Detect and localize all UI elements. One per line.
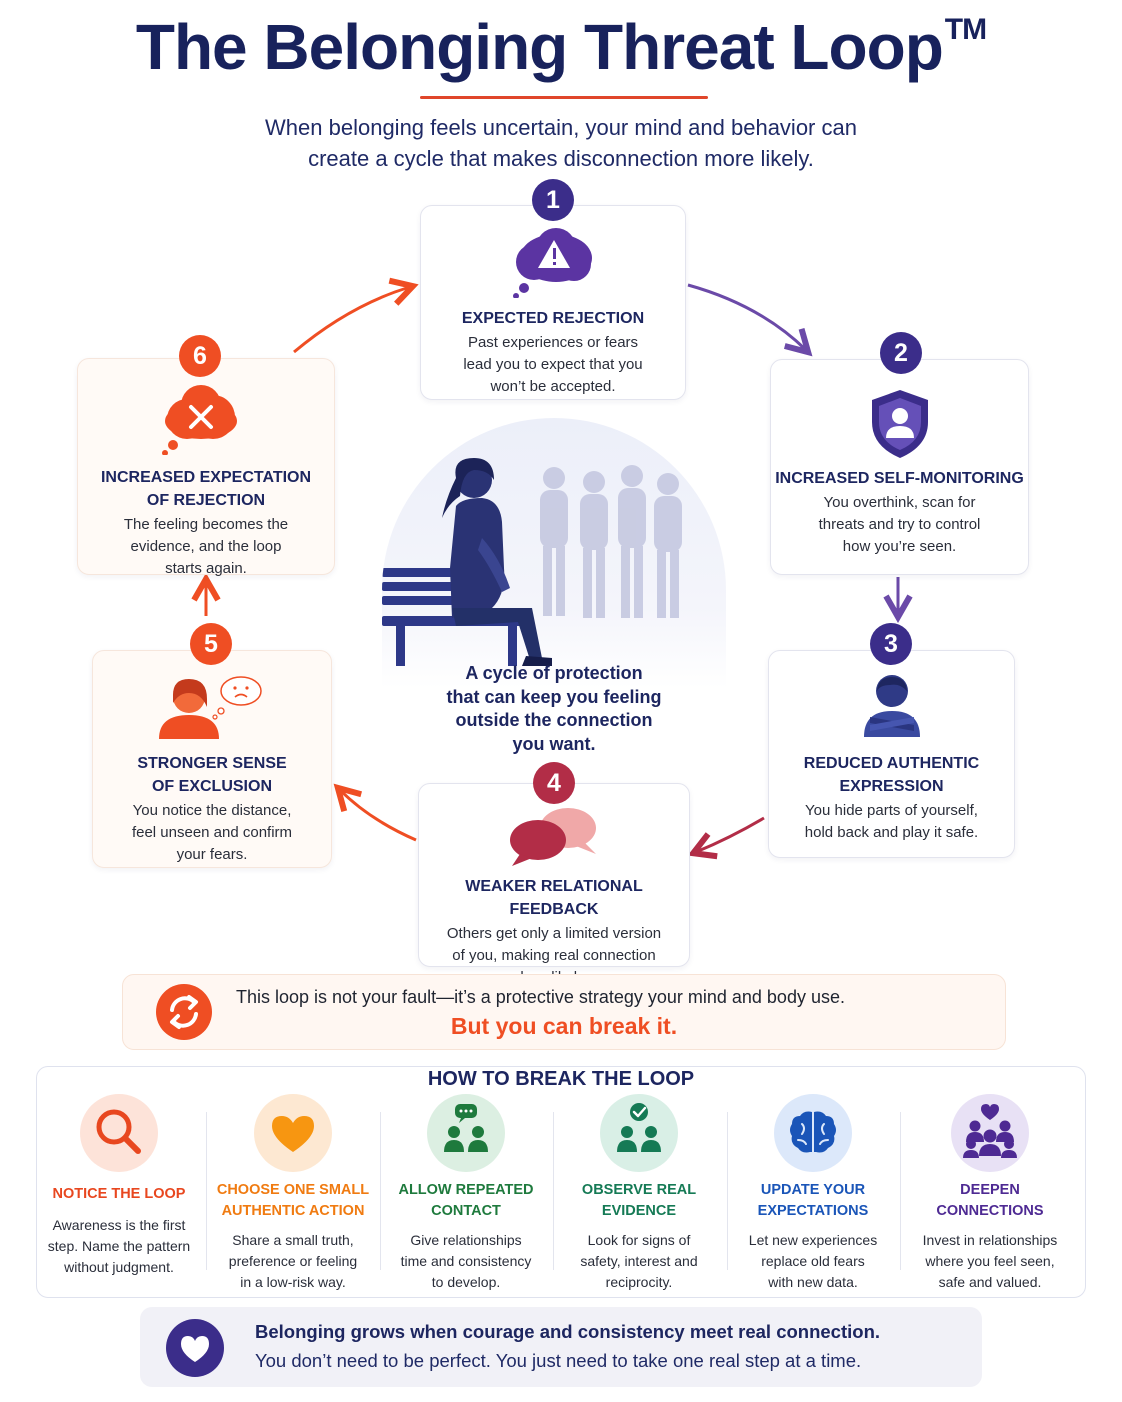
tip-divider bbox=[727, 1112, 728, 1270]
tip-4-title: Observe RealEvidence bbox=[581, 1182, 697, 1219]
tip-choose-small-action: Choose One SmallAuthentic Action Share a… bbox=[207, 1094, 379, 1293]
step-6-title: Increased Expectationof Rejection bbox=[100, 469, 312, 509]
tip-observe-real-evidence: Observe RealEvidence Look for signs ofsa… bbox=[553, 1094, 725, 1293]
speech-bubbles-icon bbox=[510, 808, 596, 866]
tip-divider bbox=[380, 1112, 381, 1270]
cycle-arrows bbox=[0, 0, 1122, 1000]
tip-1-title: Notice the Loop bbox=[52, 1186, 186, 1202]
tip-divider bbox=[553, 1112, 554, 1270]
not-your-fault-banner bbox=[122, 974, 1006, 1050]
how-to-break-title: How to Break the Loop bbox=[400, 1068, 722, 1091]
tip-deepen-connections: DeepenConnections Invest in relationship… bbox=[904, 1094, 1076, 1293]
title-underline bbox=[420, 96, 708, 99]
step-1-badge: 1 bbox=[532, 179, 574, 221]
heart-icon bbox=[254, 1094, 332, 1172]
center-illustration-svg bbox=[382, 458, 682, 666]
center-caption: A cycle of protection that can keep you … bbox=[446, 663, 662, 754]
refresh-cycle-icon bbox=[156, 984, 212, 1040]
brain-icon bbox=[774, 1094, 852, 1172]
step-2-title: Increased Self-Monitoring bbox=[775, 470, 1024, 487]
sad-person-thought-icon bbox=[159, 676, 262, 739]
tip-allow-repeated-contact: Allow RepeatedContact Give relationships… bbox=[380, 1094, 552, 1293]
footer-headline: Belonging grows when courage and consist… bbox=[255, 1321, 881, 1342]
arrow-6-to-1 bbox=[293, 287, 410, 354]
step-card-5: Stronger Senseof Exclusion You notice th… bbox=[92, 650, 332, 868]
magnifier-icon bbox=[80, 1094, 158, 1172]
footer-banner bbox=[140, 1307, 982, 1387]
break-it-message: But you can break it. bbox=[450, 1013, 678, 1039]
people-check-icon bbox=[600, 1094, 678, 1172]
step-4-badge: 4 bbox=[533, 762, 575, 804]
step-5-text: You notice the distance,feel unseen and … bbox=[131, 802, 293, 863]
warning-cloud-icon bbox=[513, 228, 592, 299]
people-chat-icon bbox=[427, 1094, 505, 1172]
tip-2-title: Choose One SmallAuthentic Action bbox=[216, 1182, 370, 1219]
step-3-title: Reduced AuthenticExpression bbox=[803, 755, 980, 795]
tip-notice-the-loop: Notice the Loop Awareness is the firstst… bbox=[33, 1094, 205, 1278]
x-cloud-icon bbox=[162, 385, 237, 456]
step-4-title: Weaker Relational Feedback bbox=[465, 878, 643, 918]
tip-2-text: Share a small truth,preference or feelin… bbox=[228, 1232, 358, 1290]
step-1-title: Expected Rejection bbox=[461, 310, 645, 327]
arrow-3-to-4 bbox=[696, 816, 765, 852]
arms-crossed-person-icon bbox=[863, 675, 920, 737]
tip-update-expectations: Update YourExpectations Let new experien… bbox=[727, 1094, 899, 1293]
step-3-text: You hide parts of yourself,hold back and… bbox=[804, 802, 979, 841]
tip-6-title: DeepenConnections bbox=[936, 1182, 1044, 1219]
step-3-badge: 3 bbox=[870, 623, 912, 665]
step-5-badge: 5 bbox=[190, 623, 232, 665]
tip-divider bbox=[900, 1112, 901, 1270]
step-card-6: Increased Expectationof Rejection The fe… bbox=[77, 358, 335, 577]
step-card-3: Reduced AuthenticExpression You hide par… bbox=[768, 650, 1015, 858]
trademark: TM bbox=[944, 13, 987, 46]
tip-5-title: Update YourExpectations bbox=[757, 1182, 869, 1219]
arrow-1-to-2 bbox=[687, 283, 806, 350]
step-2-badge: 2 bbox=[880, 332, 922, 374]
step-5-title: Stronger Senseof Exclusion bbox=[137, 755, 287, 795]
page-subtitle: When belonging feels uncertain, your min… bbox=[265, 115, 857, 171]
tip-3-title: Allow RepeatedContact bbox=[398, 1182, 534, 1219]
fault-message: This loop is not your fault—it’s a prote… bbox=[236, 987, 845, 1007]
group-heart-icon bbox=[951, 1094, 1029, 1172]
how-to-break-panel bbox=[36, 1066, 1086, 1298]
arrow-4-to-5 bbox=[340, 790, 417, 842]
shield-person-icon bbox=[871, 390, 928, 458]
step-card-1: Expected Rejection Past experiences or f… bbox=[420, 205, 686, 400]
lonely-person-on-bench-illustration bbox=[382, 418, 726, 688]
step-card-4: Weaker Relational Feedback Others get on… bbox=[418, 783, 690, 986]
step-card-2: Increased Self-Monitoring You overthink,… bbox=[770, 359, 1029, 575]
page-title: The Belonging Threat LoopTM bbox=[135, 11, 987, 83]
footer-subline: You don’t need to be perfect. You just n… bbox=[255, 1350, 862, 1371]
tip-divider bbox=[206, 1112, 207, 1270]
heart-circle-icon bbox=[166, 1319, 224, 1377]
step-6-badge: 6 bbox=[179, 335, 221, 377]
